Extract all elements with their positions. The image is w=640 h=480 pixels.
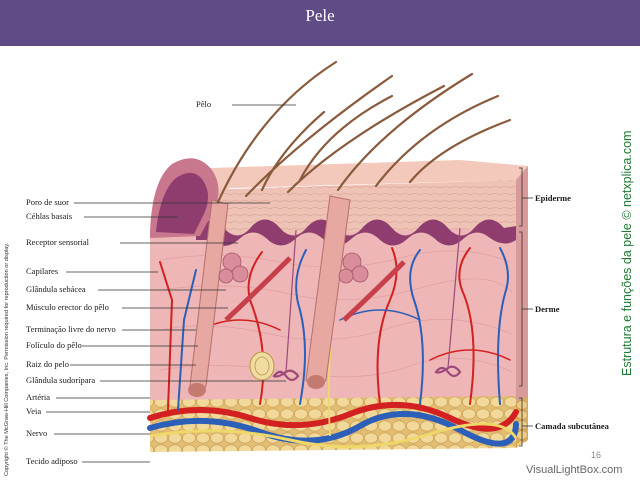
label-sebacea: Glândula sebácea [26, 284, 86, 294]
label-foliculo: Folículo do pêlo [26, 340, 82, 350]
label-terminacao: Terminação livre do nervo [26, 324, 116, 334]
label-arteria: Artéria [26, 392, 51, 402]
copyright-note: Copyright © The McGraw-Hill Companies, I… [4, 242, 10, 476]
skin-flap-basal [156, 172, 208, 234]
artery-main [147, 401, 519, 432]
sebaceous-glands [218, 252, 369, 284]
label-celulas: Céhlas basais [26, 211, 73, 221]
nerve-main [149, 422, 518, 449]
vessels [147, 247, 519, 447]
watermark: VisualLightBox.com [526, 464, 623, 476]
label-veia: Veia [26, 406, 42, 416]
label-capilares: Capilares [26, 266, 59, 276]
label-musculo: Músculo erector do pêlo [26, 302, 109, 312]
page-title: Pele [305, 6, 335, 25]
label-receptor: Receptor sensorial [26, 237, 90, 247]
page-number: 16 [591, 450, 602, 460]
pacinian-corpuscle [249, 351, 275, 381]
label-poro: Poro de suor [26, 197, 69, 207]
leader-lines [46, 104, 296, 463]
label-adiposo: Tecido adiposo [26, 456, 78, 466]
vein-main [147, 410, 519, 447]
epidermis-top [168, 160, 528, 200]
hair-shaft-main [216, 60, 338, 204]
sweat-glands [272, 227, 462, 382]
label-sudoripara: Glândula sudorípara [26, 375, 96, 385]
label-pelo: Pêlo [196, 99, 212, 109]
hair-follicles [188, 195, 406, 397]
title-bar [0, 0, 640, 46]
label-derme: Derme [535, 304, 560, 314]
basal-layer [196, 219, 516, 246]
arrector-muscle [224, 256, 292, 322]
layer-brackets [519, 167, 533, 447]
label-epiderme: Epiderme [535, 193, 571, 203]
epidermis-band [200, 180, 516, 236]
label-subcutanea: Camada subcutânea [535, 421, 609, 431]
label-raiz: Raiz do pelo [26, 359, 69, 369]
side-caption: Estrutura e funções da pele © netxplica.… [620, 130, 634, 376]
label-nervo: Nervo [26, 428, 48, 438]
hair-shafts [216, 60, 512, 204]
